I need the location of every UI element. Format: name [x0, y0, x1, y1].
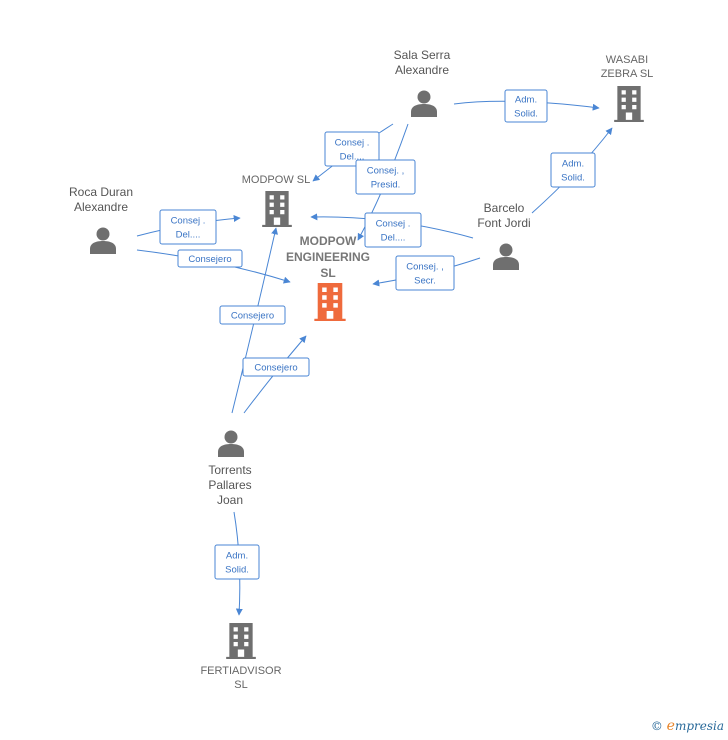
edge-label-roca-modpow-eng[interactable]: Consejero [177, 249, 243, 268]
edge-label-text: Consej . [335, 138, 370, 149]
building-icon [226, 623, 256, 659]
building-icon [262, 191, 292, 227]
empresia-logo: © empresia [651, 718, 724, 734]
copyright-icon: © [650, 719, 663, 733]
node-fertiadvisor[interactable]: FERTIADVISOR SL [200, 623, 282, 691]
node-label: WASABI [606, 54, 648, 66]
edge-label-text: Consej . [376, 219, 411, 230]
edge-label-barcelo-modpow-eng[interactable]: Consej. , Secr. [395, 255, 455, 291]
brand-name: mpresia [674, 719, 724, 733]
person-icon [218, 430, 244, 457]
edge-label-sala-modpow-eng[interactable]: Consej. , Presid. [355, 159, 416, 195]
edge-label-torrents-fertiadvisor[interactable]: Adm. Solid. [214, 544, 260, 580]
edge-label-box [355, 159, 416, 195]
person-icon [411, 90, 437, 117]
node-label: Barcelo [484, 201, 525, 215]
person-icon [493, 243, 519, 270]
edge-label-text: Secr. [414, 276, 436, 287]
brand-initial: e [666, 718, 675, 734]
node-label: ENGINEERING [286, 250, 370, 264]
node-label: Pallares [208, 478, 251, 492]
edge-label-barcelo-wasabi[interactable]: Adm. Solid. [550, 152, 596, 188]
node-label: ZEBRA SL [601, 68, 654, 80]
node-label: Joan [217, 493, 243, 507]
edge-label-torrents-modpow[interactable]: Consejero [219, 305, 286, 325]
node-modpow[interactable]: MODPOW SL [242, 174, 310, 227]
node-label: MODPOW [300, 234, 357, 248]
edge-label-box [550, 152, 596, 188]
edge-label-text: Del.... [340, 152, 365, 163]
node-label: Alexandre [395, 63, 449, 77]
node-label: SL [320, 266, 335, 280]
edge-label-text: Adm. [226, 551, 248, 562]
node-label: Font Jordi [477, 216, 530, 230]
edge-label-torrents-modpow-eng[interactable]: Consejero [242, 357, 310, 377]
node-label: Roca Duran [69, 185, 133, 199]
edge-label-box [214, 544, 260, 580]
building-icon [314, 283, 346, 321]
edge-label-box [177, 249, 243, 268]
node-wasabi[interactable]: WASABI ZEBRA SL [601, 54, 654, 122]
node-label: MODPOW SL [242, 174, 310, 186]
node-label: Torrents [208, 463, 251, 477]
edge-label-text: Del.... [176, 230, 201, 241]
edge-label-text: Consejero [188, 254, 231, 265]
edge-label-text: Presid. [371, 180, 401, 191]
edge-label-box [364, 212, 422, 248]
edge-label-text: Del.... [381, 233, 406, 244]
edge-label-box [159, 209, 217, 245]
edge-label-text: Consej. , [406, 262, 444, 273]
edge-label-sala-modpow[interactable]: Consej . Del.... [324, 131, 380, 167]
edge-label-roca-modpow[interactable]: Consej . Del.... [159, 209, 217, 245]
edge-label-box [504, 89, 548, 123]
edge-label-box [395, 255, 455, 291]
edge-label-text: Consejero [254, 363, 297, 374]
edge-label-sala-wasabi[interactable]: Adm. Solid. [504, 89, 548, 123]
edge-label-text: Consejero [231, 311, 274, 322]
edge-label-box [242, 357, 310, 377]
edge-label-text: Consej . [171, 216, 206, 227]
building-icon [614, 86, 644, 122]
edge-label-text: Adm. [515, 95, 537, 106]
edge-label-barcelo-modpow[interactable]: Consej . Del.... [364, 212, 422, 248]
person-icon [90, 227, 116, 254]
edge-label-box [324, 131, 380, 167]
node-modpow_eng[interactable]: MODPOW ENGINEERING SL [286, 234, 370, 321]
node-label: FERTIADVISOR [200, 665, 281, 677]
edge-label-text: Solid. [225, 565, 249, 576]
node-label: Sala Serra [394, 48, 451, 62]
edge-label-text: Solid. [514, 109, 538, 120]
node-label: Alexandre [74, 200, 128, 214]
edge-label-box [219, 305, 286, 325]
edge-label-text: Adm. [562, 159, 584, 170]
node-label: SL [234, 679, 247, 691]
edge-label-text: Consej. , [367, 166, 405, 177]
edge-label-text: Solid. [561, 173, 585, 184]
